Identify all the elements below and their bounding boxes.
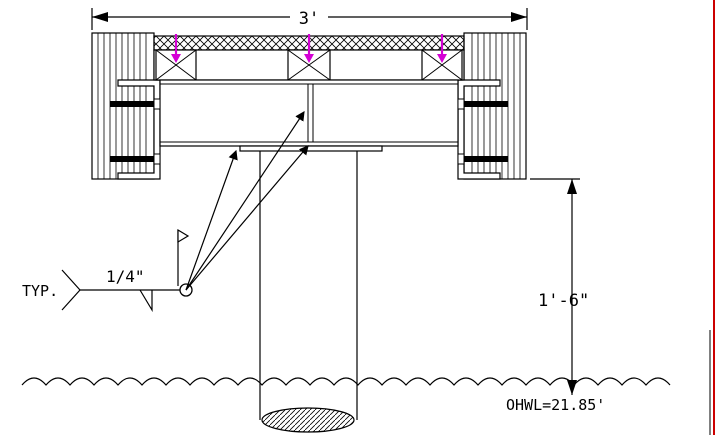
weld-size-label: 1/4" [106, 267, 145, 286]
water-surface [21, 377, 671, 386]
pile-cap-plate [239, 145, 383, 152]
pile [259, 151, 358, 433]
overall-width-dimension: 3' [91, 8, 528, 30]
right-fascia-board [463, 32, 527, 180]
weld-note-label: TYP. [22, 282, 58, 300]
steel-cross-beam [159, 79, 459, 147]
overall-width-label: 3' [299, 9, 319, 29]
left-lag-bolts [110, 98, 161, 165]
height-dimension: 1'-6" [530, 178, 589, 395]
right-lag-bolts [457, 98, 508, 165]
deck-screw-arrows [171, 34, 447, 63]
weld-callout: TYP. 1/4" [22, 110, 309, 313]
height-dim-label: 1'-6" [538, 291, 589, 311]
water-level-label: OHWL=21.85' [506, 396, 605, 414]
